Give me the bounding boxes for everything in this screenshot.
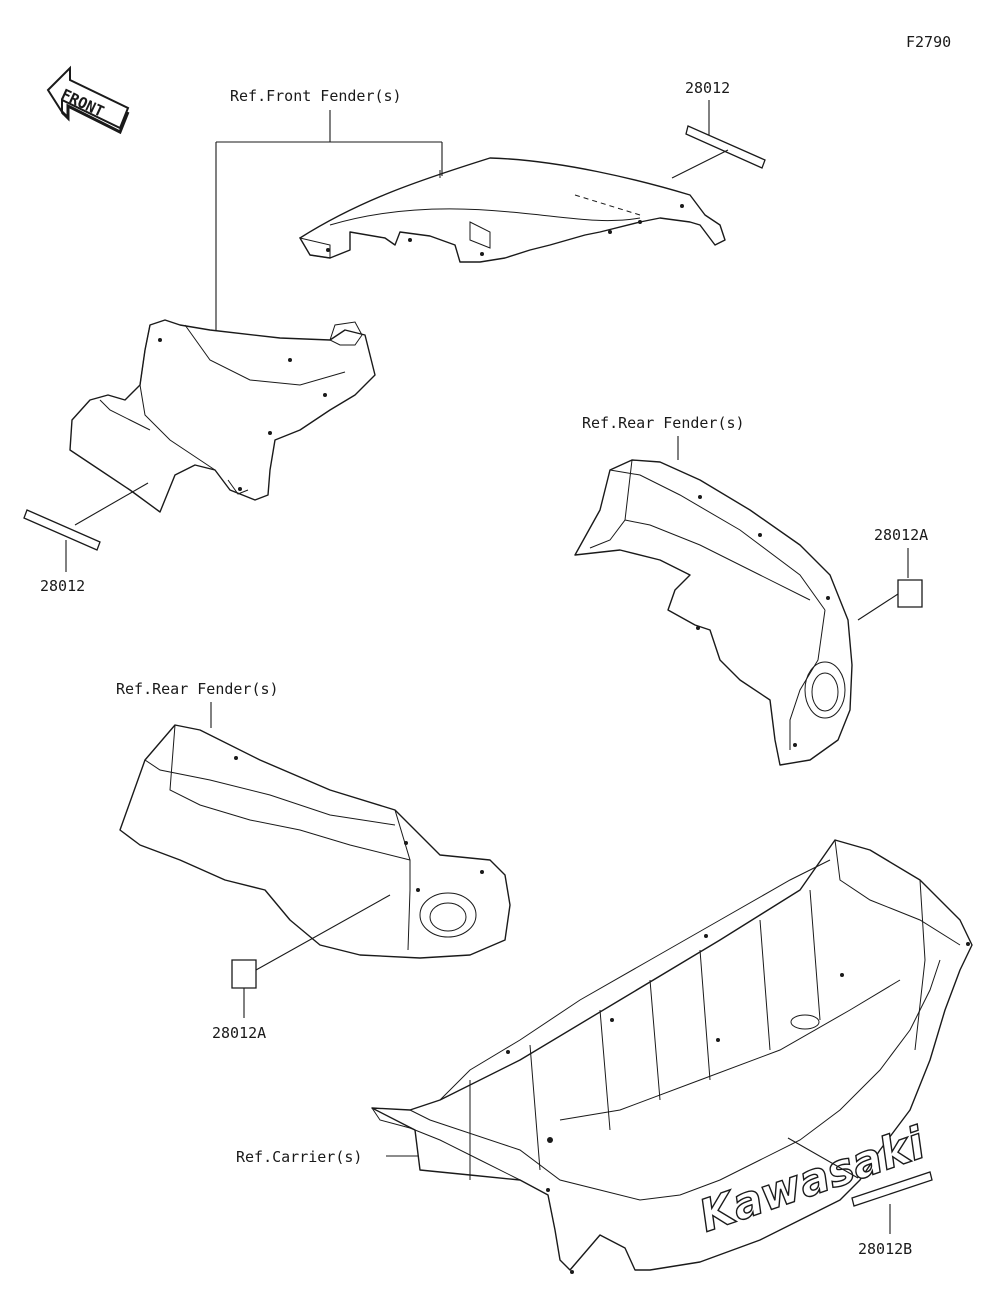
ref-front-fender-label: Ref.Front Fender(s): [230, 87, 402, 105]
left-decal-part-number: 28012: [40, 577, 85, 595]
left-decal: [23, 509, 101, 551]
top-decal-pointer: [671, 149, 729, 179]
rear-right-decal: [897, 579, 923, 608]
front-fender-side: [69, 319, 376, 513]
carrier-decal-pointer: [787, 1137, 859, 1179]
ref-carrier-label: Ref.Carrier(s): [236, 1148, 362, 1166]
carrier-decal: [851, 1171, 933, 1207]
rear-right-decal-part-number: 28012A: [874, 526, 928, 544]
carrier-decal-part-number: 28012B: [858, 1240, 912, 1258]
rear-left-decal: [231, 959, 257, 989]
rear-fender-left: [119, 724, 511, 959]
ref-front-fender-leader: [215, 110, 443, 330]
rear-fender-right: [574, 459, 853, 766]
left-decal-pointer: [74, 482, 149, 526]
ref-rear-fender-right-label: Ref.Rear Fender(s): [582, 414, 745, 432]
ref-rear-fender-left-label: Ref.Rear Fender(s): [116, 680, 279, 698]
rear-left-decal-pointer: [255, 894, 391, 971]
front-fender-hood: [298, 157, 726, 263]
rear-left-decal-part-number: 28012A: [212, 1024, 266, 1042]
top-decal: [685, 125, 766, 169]
front-direction-arrow-icon: FRONT: [46, 65, 130, 135]
top-decal-part-number: 28012: [685, 79, 730, 97]
figure-code: F2790: [906, 33, 951, 51]
rear-right-decal-pointer: [857, 593, 899, 621]
